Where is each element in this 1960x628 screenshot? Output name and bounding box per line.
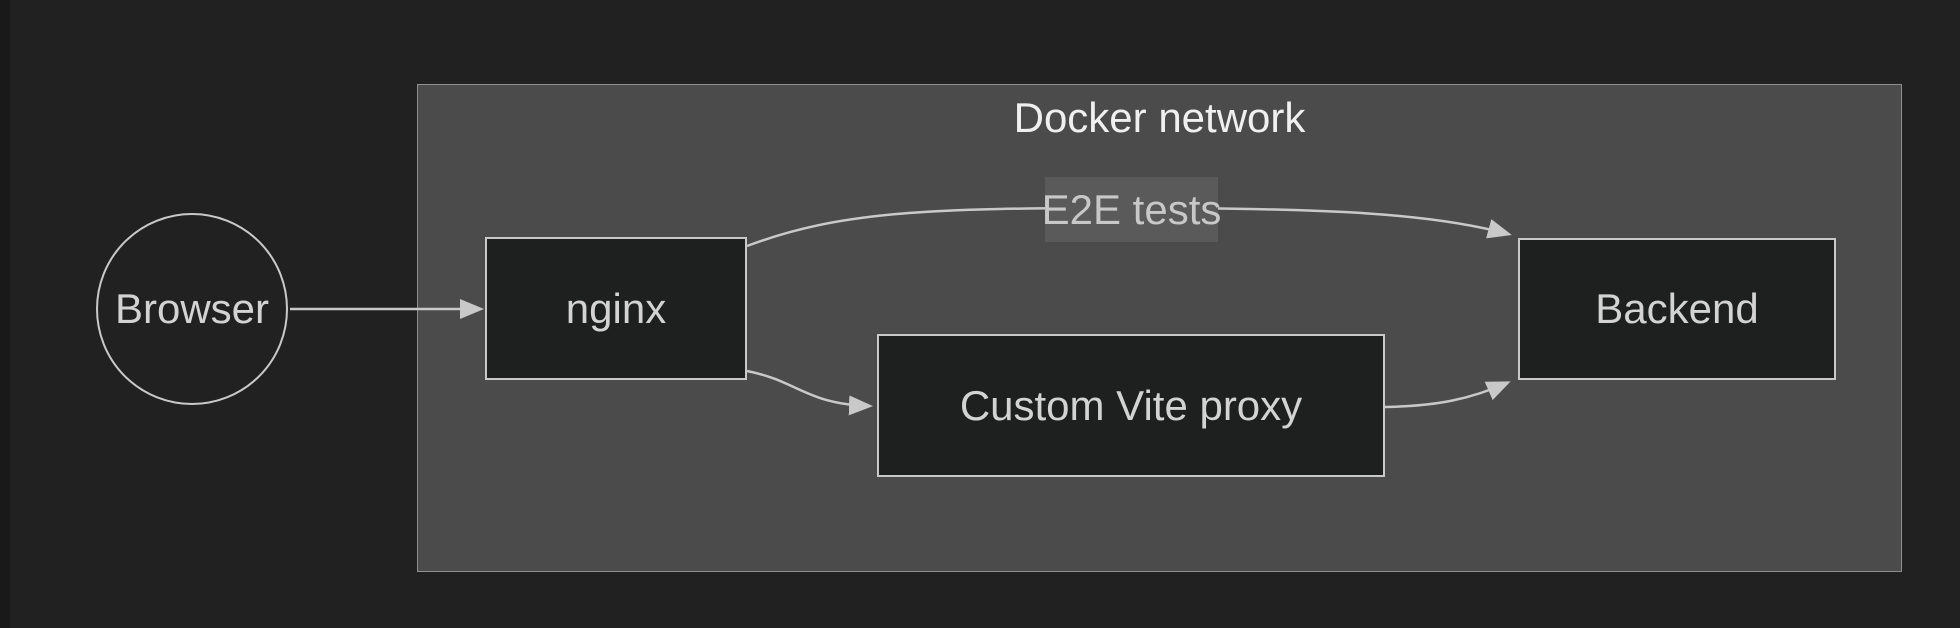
edge-nginx-to-vite-proxy — [746, 369, 873, 416]
window-edge-strip — [0, 0, 10, 628]
node-browser-label: Browser — [114, 285, 270, 332]
node-vite-proxy: Custom Vite proxy — [877, 334, 1385, 477]
node-backend: Backend — [1518, 238, 1836, 380]
node-vite-proxy-label: Custom Vite proxy — [959, 381, 1303, 429]
node-nginx-label: nginx — [565, 284, 667, 332]
node-browser: Browser — [96, 213, 288, 405]
edge-vite-proxy-to-backend — [1384, 381, 1511, 409]
node-nginx: nginx — [485, 237, 747, 380]
edge-label-e2e-tests: E2E tests — [1042, 177, 1221, 242]
node-backend-label: Backend — [1595, 285, 1759, 332]
cluster-title: Docker network — [1013, 94, 1306, 141]
edge-label-e2e-tests-text: E2E tests — [1041, 185, 1222, 233]
